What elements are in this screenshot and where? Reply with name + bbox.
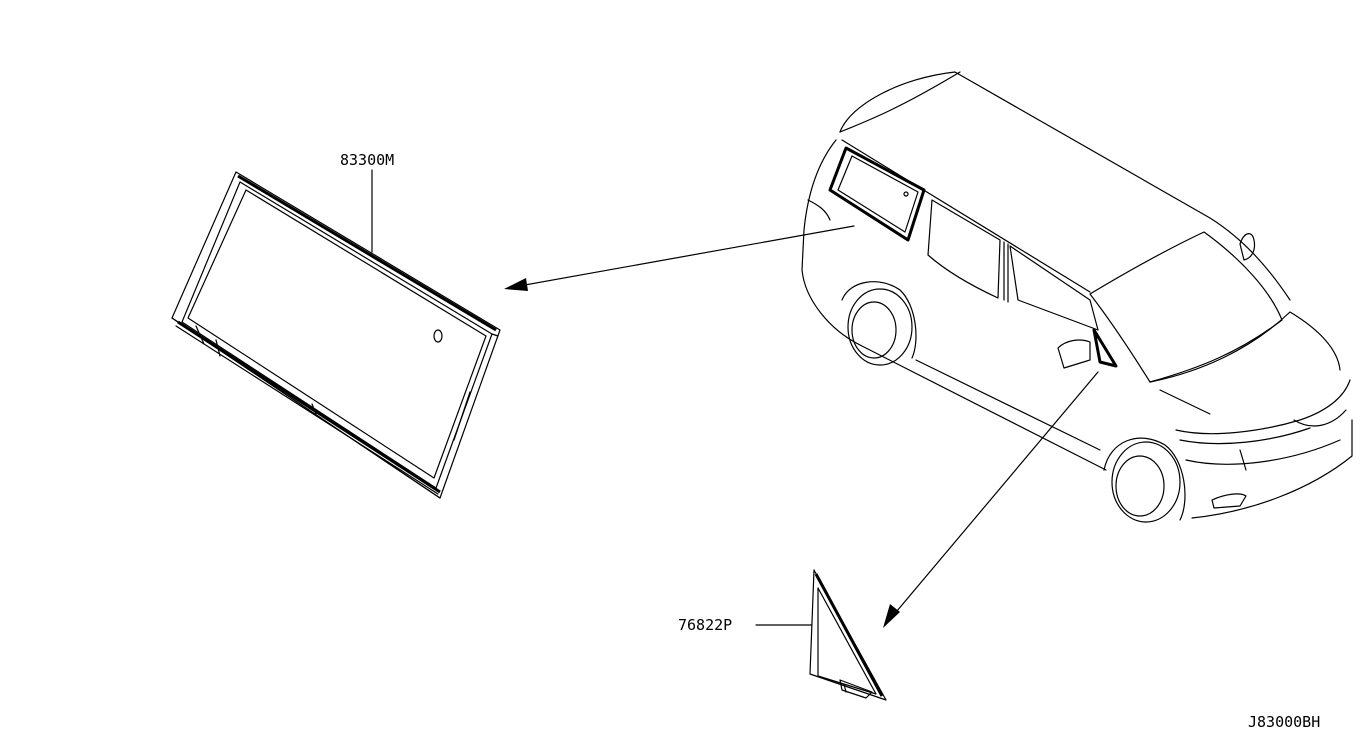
quarter-window-glass[interactable] [809,569,887,701]
arrow-to-side-glass [504,225,855,291]
part-76822P-label[interactable]: 76822P [678,616,732,634]
side-window-glass[interactable] [171,171,501,499]
drawing-code: J83000BH [1248,713,1320,731]
van-illustration [801,71,1353,523]
part-83300M-label[interactable]: 83300M [340,151,394,169]
arrow-to-quarter-glass [883,371,1099,628]
